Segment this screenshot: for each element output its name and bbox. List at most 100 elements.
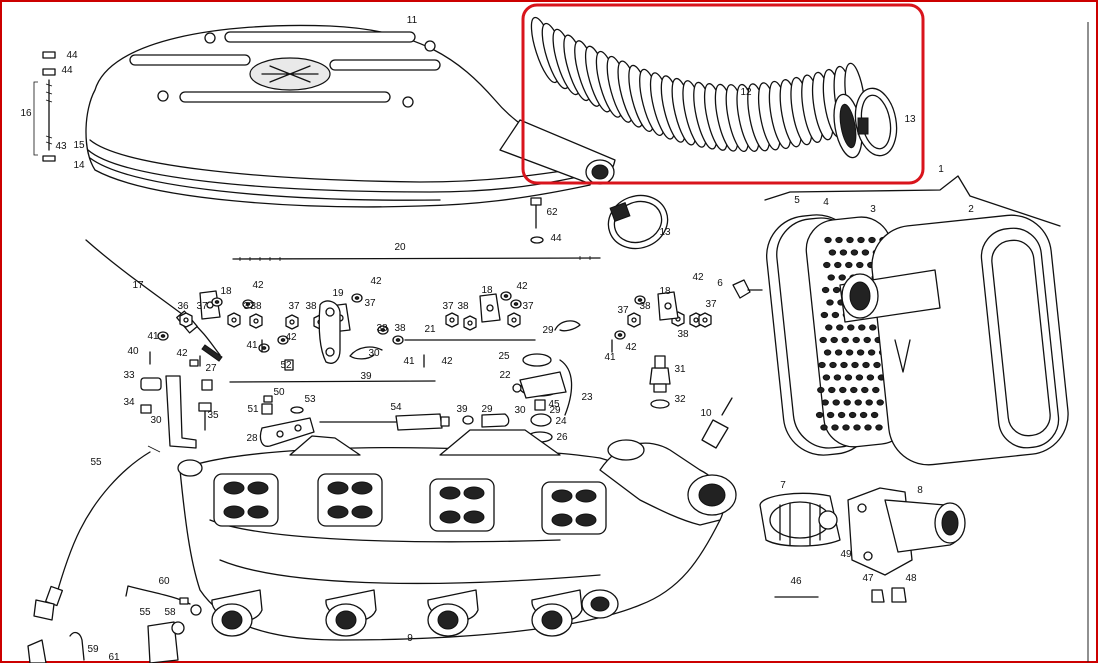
part-label: 34 [123, 397, 135, 408]
part-label: 25 [498, 351, 510, 362]
part-label: 38 [639, 301, 651, 312]
part-label: 50 [273, 387, 285, 398]
part-label: 18 [659, 286, 671, 297]
part-label: 22 [499, 370, 511, 381]
part-label: 13 [659, 227, 671, 238]
part-label: 37 [705, 299, 717, 310]
part-label: 37 [196, 301, 208, 312]
part-label: 39 [456, 404, 468, 415]
lever-61 [125, 585, 202, 616]
part-label: 9 [407, 633, 413, 644]
rod-55-end [319, 413, 510, 431]
part-label: 18 [481, 285, 493, 296]
part-label: 42 [370, 276, 382, 287]
highlight-box [521, 3, 925, 185]
spring-clip-30a [349, 346, 383, 360]
part-label: 45 [548, 399, 560, 410]
part-label: 37 [288, 301, 300, 312]
part-label: 40 [127, 346, 139, 357]
part-label: 10 [700, 408, 712, 419]
part-label: 47 [862, 573, 874, 584]
part-label: 44 [66, 50, 78, 61]
part-label: 24 [555, 416, 567, 427]
part-label: 35 [207, 410, 219, 421]
part-label: 41 [246, 340, 258, 351]
part-label: 42 [176, 348, 188, 359]
thermostat-housing-8 [847, 487, 966, 576]
part-label: 23 [581, 392, 593, 403]
air-cleaner-cover [85, 24, 616, 208]
part-label: 12 [740, 87, 752, 98]
part-label: 44 [550, 233, 562, 244]
part-label: 26 [556, 432, 568, 443]
part-label: 14 [73, 160, 85, 171]
part-label: 21 [424, 324, 436, 335]
part-label: 58 [164, 607, 176, 618]
lever-assembly-22 [512, 353, 573, 416]
part-label: 60 [158, 576, 170, 587]
parts-58-62 [27, 621, 185, 664]
part-label: 38 [250, 301, 262, 312]
part-label: 46 [790, 576, 802, 587]
part-label: 49 [840, 549, 852, 560]
part-label: 3 [870, 204, 876, 215]
bolt-64 [530, 197, 544, 244]
part-label: 42 [441, 356, 453, 367]
intake-manifold [177, 429, 737, 641]
part-label: 59 [87, 644, 99, 655]
lever-19 [318, 300, 341, 364]
sender-10 [701, 397, 733, 449]
part-label: 55 [139, 607, 151, 618]
part-label: 62 [546, 207, 558, 218]
part-label: 38 [376, 323, 388, 334]
part-label: 37 [617, 305, 629, 316]
part-label: 44 [61, 65, 73, 76]
cable-55 [33, 445, 161, 621]
stud-47 [774, 587, 907, 603]
part-label: 17 [132, 280, 144, 291]
part-label: 4 [823, 197, 829, 208]
part-label: 48 [905, 573, 917, 584]
part-label: 42 [252, 280, 264, 291]
part-label: 18 [220, 286, 232, 297]
part-label: 42 [285, 332, 297, 343]
bracket-31 [140, 359, 213, 449]
part-label: 38 [305, 301, 317, 312]
part-label: 29 [549, 405, 561, 416]
part-label: 15 [73, 140, 85, 151]
part-label: 7 [780, 480, 786, 491]
part-label: 33 [123, 370, 135, 381]
part-label: 28 [246, 433, 258, 444]
part-label: 16 [20, 108, 32, 119]
part-label: 53 [304, 394, 316, 405]
part-label: 30 [514, 405, 526, 416]
part-label: 2 [968, 204, 974, 215]
bracket-28 [259, 359, 315, 447]
hose-clamp-lower [607, 194, 669, 250]
part-label: 42 [516, 281, 528, 292]
part-label: 6 [717, 278, 723, 289]
part-label: 51 [247, 404, 259, 415]
part-label: 42 [625, 342, 637, 353]
part-label: 37 [442, 301, 454, 312]
part-label: 29 [542, 325, 554, 336]
part-label: 31 [674, 364, 686, 375]
part-label: 30 [150, 415, 162, 426]
rod-20 [232, 256, 601, 261]
rod-40 [229, 380, 436, 383]
part-label: 29 [481, 404, 493, 415]
part-label: 30 [368, 348, 380, 359]
part-label: 37 [522, 301, 534, 312]
part-label: 38 [677, 329, 689, 340]
part-label: 13 [904, 114, 916, 125]
bolt-6 [732, 279, 763, 299]
stud-assembly [33, 51, 56, 162]
part-label: 20 [394, 242, 406, 253]
part-label: 37 [243, 301, 255, 312]
part-label: 41 [604, 352, 616, 363]
part-label: 11 [407, 15, 418, 26]
